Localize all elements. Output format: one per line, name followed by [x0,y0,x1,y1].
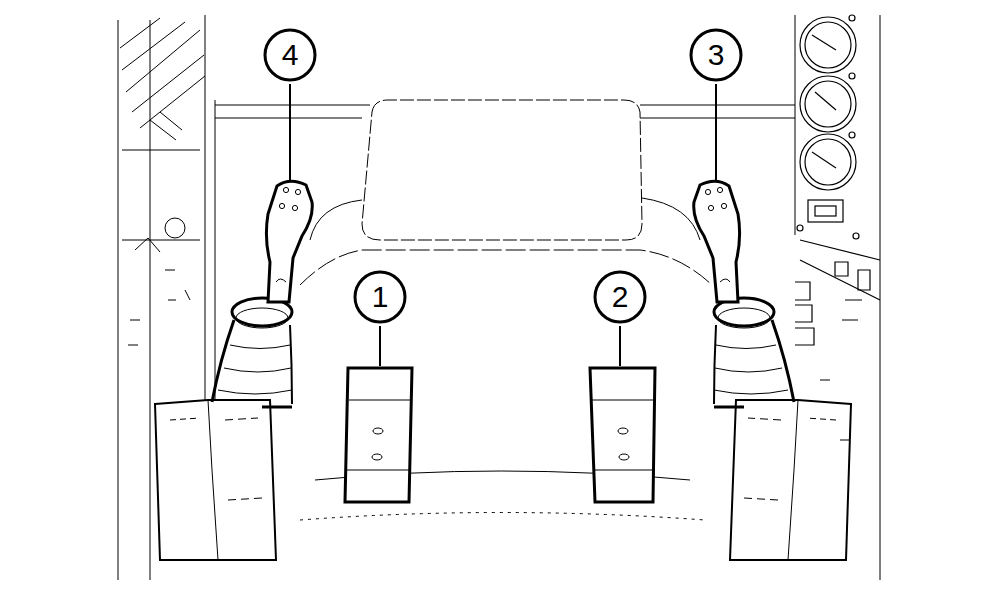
callout-circle: 2 [593,270,647,324]
callout-circle: 3 [689,28,743,82]
callout-number: 4 [282,40,299,70]
callout-number: 3 [708,40,725,70]
callout-circle: 1 [353,270,407,324]
callout-number: 2 [612,282,629,312]
leader-line [290,84,716,366]
callout-circle: 4 [263,28,317,82]
callout-number: 1 [372,282,389,312]
